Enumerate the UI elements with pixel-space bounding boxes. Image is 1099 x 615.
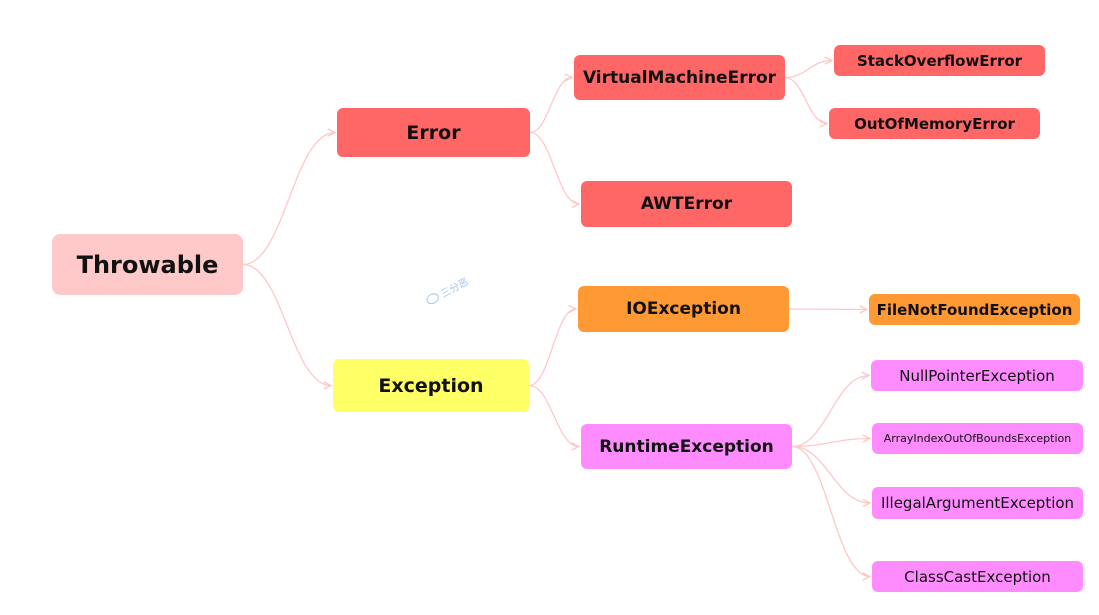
watermark: 三分恶 [423, 273, 471, 308]
edge-error-to-awt_error [529, 131, 579, 205]
edge-exception-to-runtime_exception [528, 384, 579, 447]
node-illegal-argument-exception[interactable]: IllegalArgumentException [872, 487, 1083, 519]
edge-throwable-to-error [242, 133, 335, 266]
edge-runtime_exception-to-array_index_out_of_bounds_exception [791, 439, 870, 448]
node-out-of-memory-error[interactable]: OutOfMemoryError [829, 108, 1040, 139]
edge-virtual_machine_error-to-stack_overflow_error [784, 61, 832, 79]
node-runtime-exception[interactable]: RuntimeException [581, 424, 792, 469]
node-null-pointer-exception[interactable]: NullPointerException [871, 360, 1083, 391]
node-label: StackOverflowError [856, 51, 1023, 70]
edge-throwable-to-exception [242, 263, 331, 386]
node-label: ClassCastException [904, 567, 1051, 586]
node-label: FileNotFoundException [876, 300, 1073, 319]
edge-exception-to-io_exception [528, 309, 576, 387]
node-throwable[interactable]: Throwable [52, 234, 243, 295]
watermark-text: 三分恶 [439, 276, 471, 301]
node-label: Throwable [76, 250, 219, 279]
node-exception[interactable]: Exception [333, 359, 529, 412]
edge-runtime_exception-to-class_cast_exception [791, 445, 870, 577]
node-label: AWTError [640, 194, 733, 214]
edge-virtual_machine_error-to-out_of_memory_error [784, 76, 827, 124]
node-label: IllegalArgumentException [880, 494, 1075, 512]
edge-error-to-virtual_machine_error [529, 78, 572, 134]
node-io-exception[interactable]: IOException [578, 286, 789, 332]
edge-io_exception-to-file_not_found_exception [788, 309, 867, 310]
node-stack-overflow-error[interactable]: StackOverflowError [834, 45, 1045, 76]
edge-runtime_exception-to-null_pointer_exception [791, 376, 869, 448]
node-error[interactable]: Error [337, 108, 530, 157]
node-label: IOException [626, 299, 741, 319]
edge-runtime_exception-to-illegal_argument_exception [791, 445, 870, 504]
node-awt-error[interactable]: AWTError [581, 181, 792, 227]
node-label: OutOfMemoryError [854, 114, 1015, 133]
node-file-not-found-exception[interactable]: FileNotFoundException [869, 294, 1080, 325]
node-label: Exception [378, 374, 484, 397]
node-class-cast-exception[interactable]: ClassCastException [872, 561, 1083, 592]
node-virtual-machine-error[interactable]: VirtualMachineError [574, 55, 785, 100]
smiley-logo-icon [424, 290, 441, 306]
node-label: NullPointerException [899, 366, 1055, 385]
node-label: VirtualMachineError [582, 67, 777, 88]
node-label: Error [406, 121, 461, 144]
node-array-index-out-of-bounds-exception[interactable]: ArrayIndexOutOfBoundsException [872, 423, 1083, 454]
node-label: RuntimeException [599, 436, 774, 457]
node-label: ArrayIndexOutOfBoundsException [883, 432, 1072, 445]
